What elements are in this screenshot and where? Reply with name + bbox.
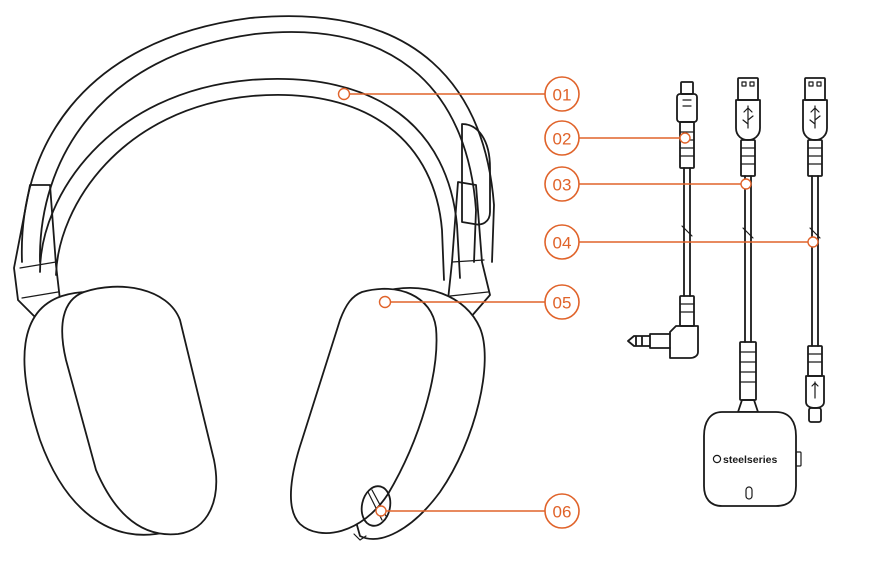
chatmix-puck [703, 411, 797, 507]
callout-05-number: 05 [553, 294, 572, 313]
cable-3-5mm [627, 81, 699, 359]
right-yoke [447, 181, 491, 319]
callout-06: 06 [375, 493, 580, 529]
callout-06-number: 06 [553, 503, 572, 522]
headband-outer-inner-edge [39, 31, 477, 263]
micro-connector-tip [680, 81, 694, 95]
steelseries-logo-icon [712, 454, 722, 464]
headband-suspension-inner [55, 94, 445, 281]
callout-05: 05 [378, 284, 580, 320]
headband-outer [20, 15, 495, 263]
jack-housing [669, 325, 699, 359]
callout-02-number: 02 [553, 130, 572, 149]
callout-04-number: 04 [553, 234, 572, 253]
right-headband-button [461, 123, 491, 226]
cables-illustration: steelseries [627, 77, 828, 507]
right-ear-cushion [290, 287, 438, 534]
callout-01-number: 01 [553, 86, 572, 105]
callout-01: 01 [337, 76, 580, 112]
usb-c-tip [808, 407, 822, 423]
brand-label: steelseries [723, 454, 777, 466]
headband-suspension [39, 78, 461, 279]
callout-04: 04 [544, 224, 819, 260]
right-yoke-detail [449, 259, 489, 297]
callout-02: 02 [544, 120, 691, 156]
callouts: 01 02 03 04 05 [337, 76, 819, 529]
micro-connector-body [676, 93, 698, 123]
callout-03-number: 03 [553, 176, 572, 195]
cable-usb-chatmix: steelseries [703, 77, 802, 507]
left-ear-cushion [61, 285, 218, 536]
callout-03: 03 [544, 166, 752, 202]
left-yoke-detail [19, 261, 59, 299]
right-earcup-port [353, 533, 367, 541]
headset-illustration [13, 15, 495, 541]
jack-plug [627, 333, 671, 349]
cable-usb-c [802, 77, 828, 423]
chatmix-neck [737, 399, 759, 413]
usb-a-metal [737, 77, 759, 101]
